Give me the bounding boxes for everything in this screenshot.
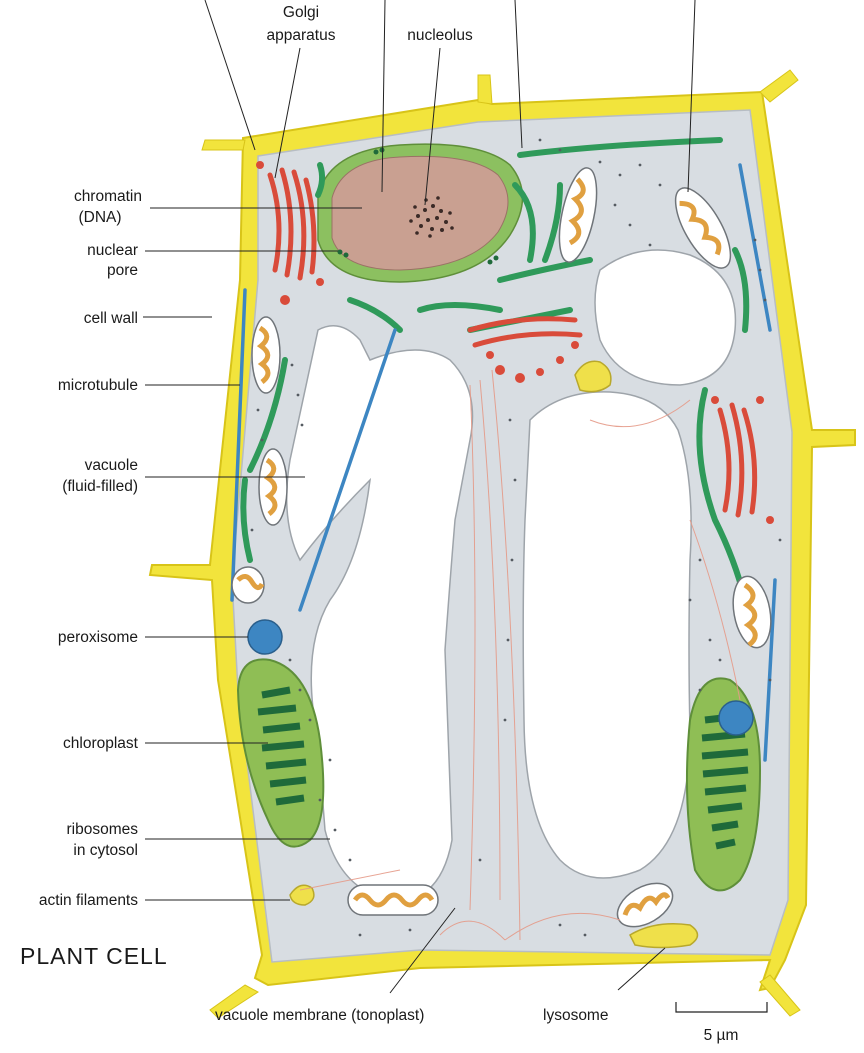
- label-vacuole: vacuole: [85, 457, 138, 474]
- label-nuclear-pore-2: pore: [107, 262, 138, 279]
- scale-bar-label: 5 µm: [704, 1027, 739, 1044]
- label-cell-wall: cell wall: [84, 310, 138, 327]
- label-ribosomes-2: in cytosol: [73, 842, 138, 859]
- label-nuclear-pore: nuclear: [87, 242, 138, 259]
- label-golgi: Golgi: [283, 4, 319, 21]
- label-nucleolus: nucleolus: [407, 27, 473, 44]
- vacuole-right: [523, 392, 691, 878]
- label-chromatin-2: (DNA): [78, 209, 121, 226]
- label-lysosome: lysosome: [543, 1007, 608, 1024]
- label-tonoplast: vacuole membrane (tonoplast): [215, 1007, 424, 1024]
- label-actin: actin filaments: [39, 892, 138, 909]
- label-peroxisome: peroxisome: [58, 629, 138, 646]
- label-chromatin: chromatin: [74, 188, 142, 205]
- label-microtubule: microtubule: [58, 377, 138, 394]
- label-ribosomes: ribosomes: [67, 821, 139, 838]
- scale-bar: 5 µm: [676, 1002, 767, 1044]
- label-golgi-2: apparatus: [267, 27, 336, 44]
- label-chloroplast: chloroplast: [63, 735, 139, 752]
- label-vacuole-2: (fluid-filled): [62, 478, 138, 495]
- nucleus: [318, 144, 523, 282]
- diagram-title: PLANT CELL: [20, 943, 168, 969]
